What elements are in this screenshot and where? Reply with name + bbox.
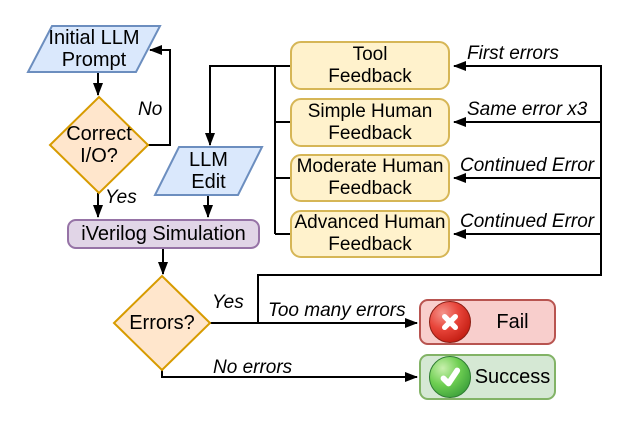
errors-diamond <box>112 274 212 372</box>
fail-x-icon <box>429 301 471 343</box>
edge-label-no-errors: No errors <box>213 357 293 378</box>
success-check-icon <box>429 356 471 398</box>
edge-label-no: No <box>138 99 163 120</box>
success-box: Success <box>419 354 556 400</box>
tool-feedback-box: Tool Feedback <box>290 41 450 90</box>
advanced-human-feedback-box: Advanced Human Feedback <box>290 210 450 258</box>
iverilog-simulation-box: iVerilog Simulation <box>67 219 260 249</box>
errors-label: Errors? <box>129 311 195 334</box>
simple-human-feedback-box: Simple Human Feedback <box>290 98 450 147</box>
edge-label-yes-io: Yes <box>105 187 137 208</box>
llm-edit-label: LLM Edit <box>189 148 228 193</box>
moderate-human-feedback-box: Moderate Human Feedback <box>290 154 450 202</box>
edge-label-continued-error-1: Continued Error <box>460 155 595 176</box>
llm-edit-shape <box>153 146 264 196</box>
edge-no-loop <box>148 45 171 146</box>
edge-label-first-errors: First errors <box>467 43 559 64</box>
edge-feedback-to-llm-edit <box>205 65 290 146</box>
edge-branch-to-tool-feedback <box>257 61 602 323</box>
edge-label-continued-error-2: Continued Error <box>460 211 595 232</box>
initial-llm-prompt-shape <box>26 25 162 73</box>
correct-io-diamond <box>48 95 150 195</box>
fail-box: Fail <box>419 299 556 345</box>
edge-no-errors-to-success <box>161 370 418 382</box>
edge-label-too-many-errors: Too many errors <box>268 300 406 321</box>
edge-label-yes-errors: Yes <box>212 292 244 313</box>
edge-label-same-error-x3: Same error x3 <box>467 99 588 120</box>
fail-label: Fail <box>496 310 529 333</box>
success-label: Success <box>474 365 551 388</box>
initial-llm-prompt-label: Initial LLM Prompt <box>48 26 140 71</box>
edge-feedback-left-bus <box>274 66 290 235</box>
correct-io-label: Correct I/O? <box>66 122 132 167</box>
